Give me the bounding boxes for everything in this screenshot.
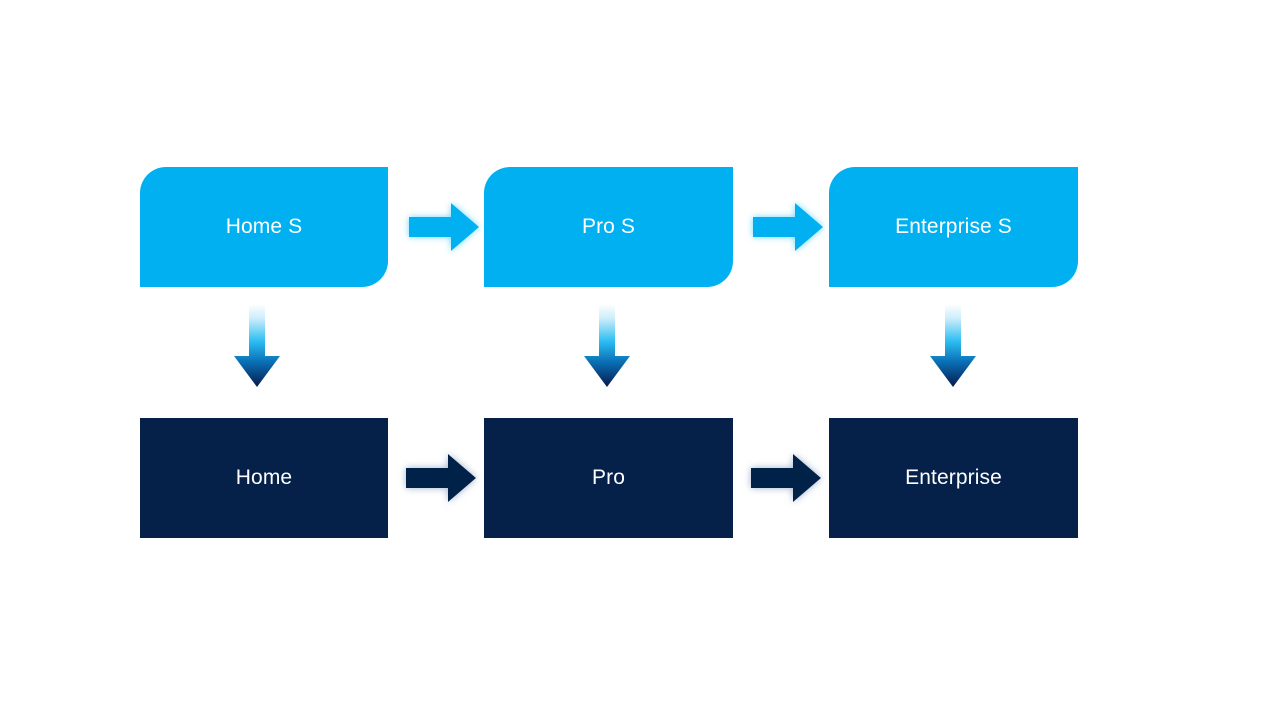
node-home-s-label: Home S [225, 215, 303, 239]
node-home[interactable]: Home [140, 418, 388, 538]
node-pro-s-label: Pro S [581, 215, 636, 239]
arrow-home-to-pro-icon [406, 452, 476, 504]
node-pro-s[interactable]: Pro S [484, 167, 733, 287]
arrow-home-s-to-pro-s-icon [409, 201, 479, 253]
node-home-s[interactable]: Home S [140, 167, 388, 287]
arrow-pro-s-to-pro-icon [583, 304, 631, 388]
node-home-label: Home [235, 466, 293, 490]
arrow-pro-s-to-enterprise-s-icon [753, 201, 823, 253]
node-pro[interactable]: Pro [484, 418, 733, 538]
node-enterprise-s[interactable]: Enterprise S [829, 167, 1078, 287]
node-enterprise-label: Enterprise [905, 466, 1002, 490]
node-enterprise[interactable]: Enterprise [829, 418, 1078, 538]
arrow-home-s-to-home-icon [233, 304, 281, 388]
arrow-pro-to-enterprise-icon [751, 452, 821, 504]
node-enterprise-s-label: Enterprise S [895, 215, 1012, 239]
arrow-enterprise-s-to-enterprise-icon [929, 304, 977, 388]
node-pro-label: Pro [592, 466, 625, 490]
